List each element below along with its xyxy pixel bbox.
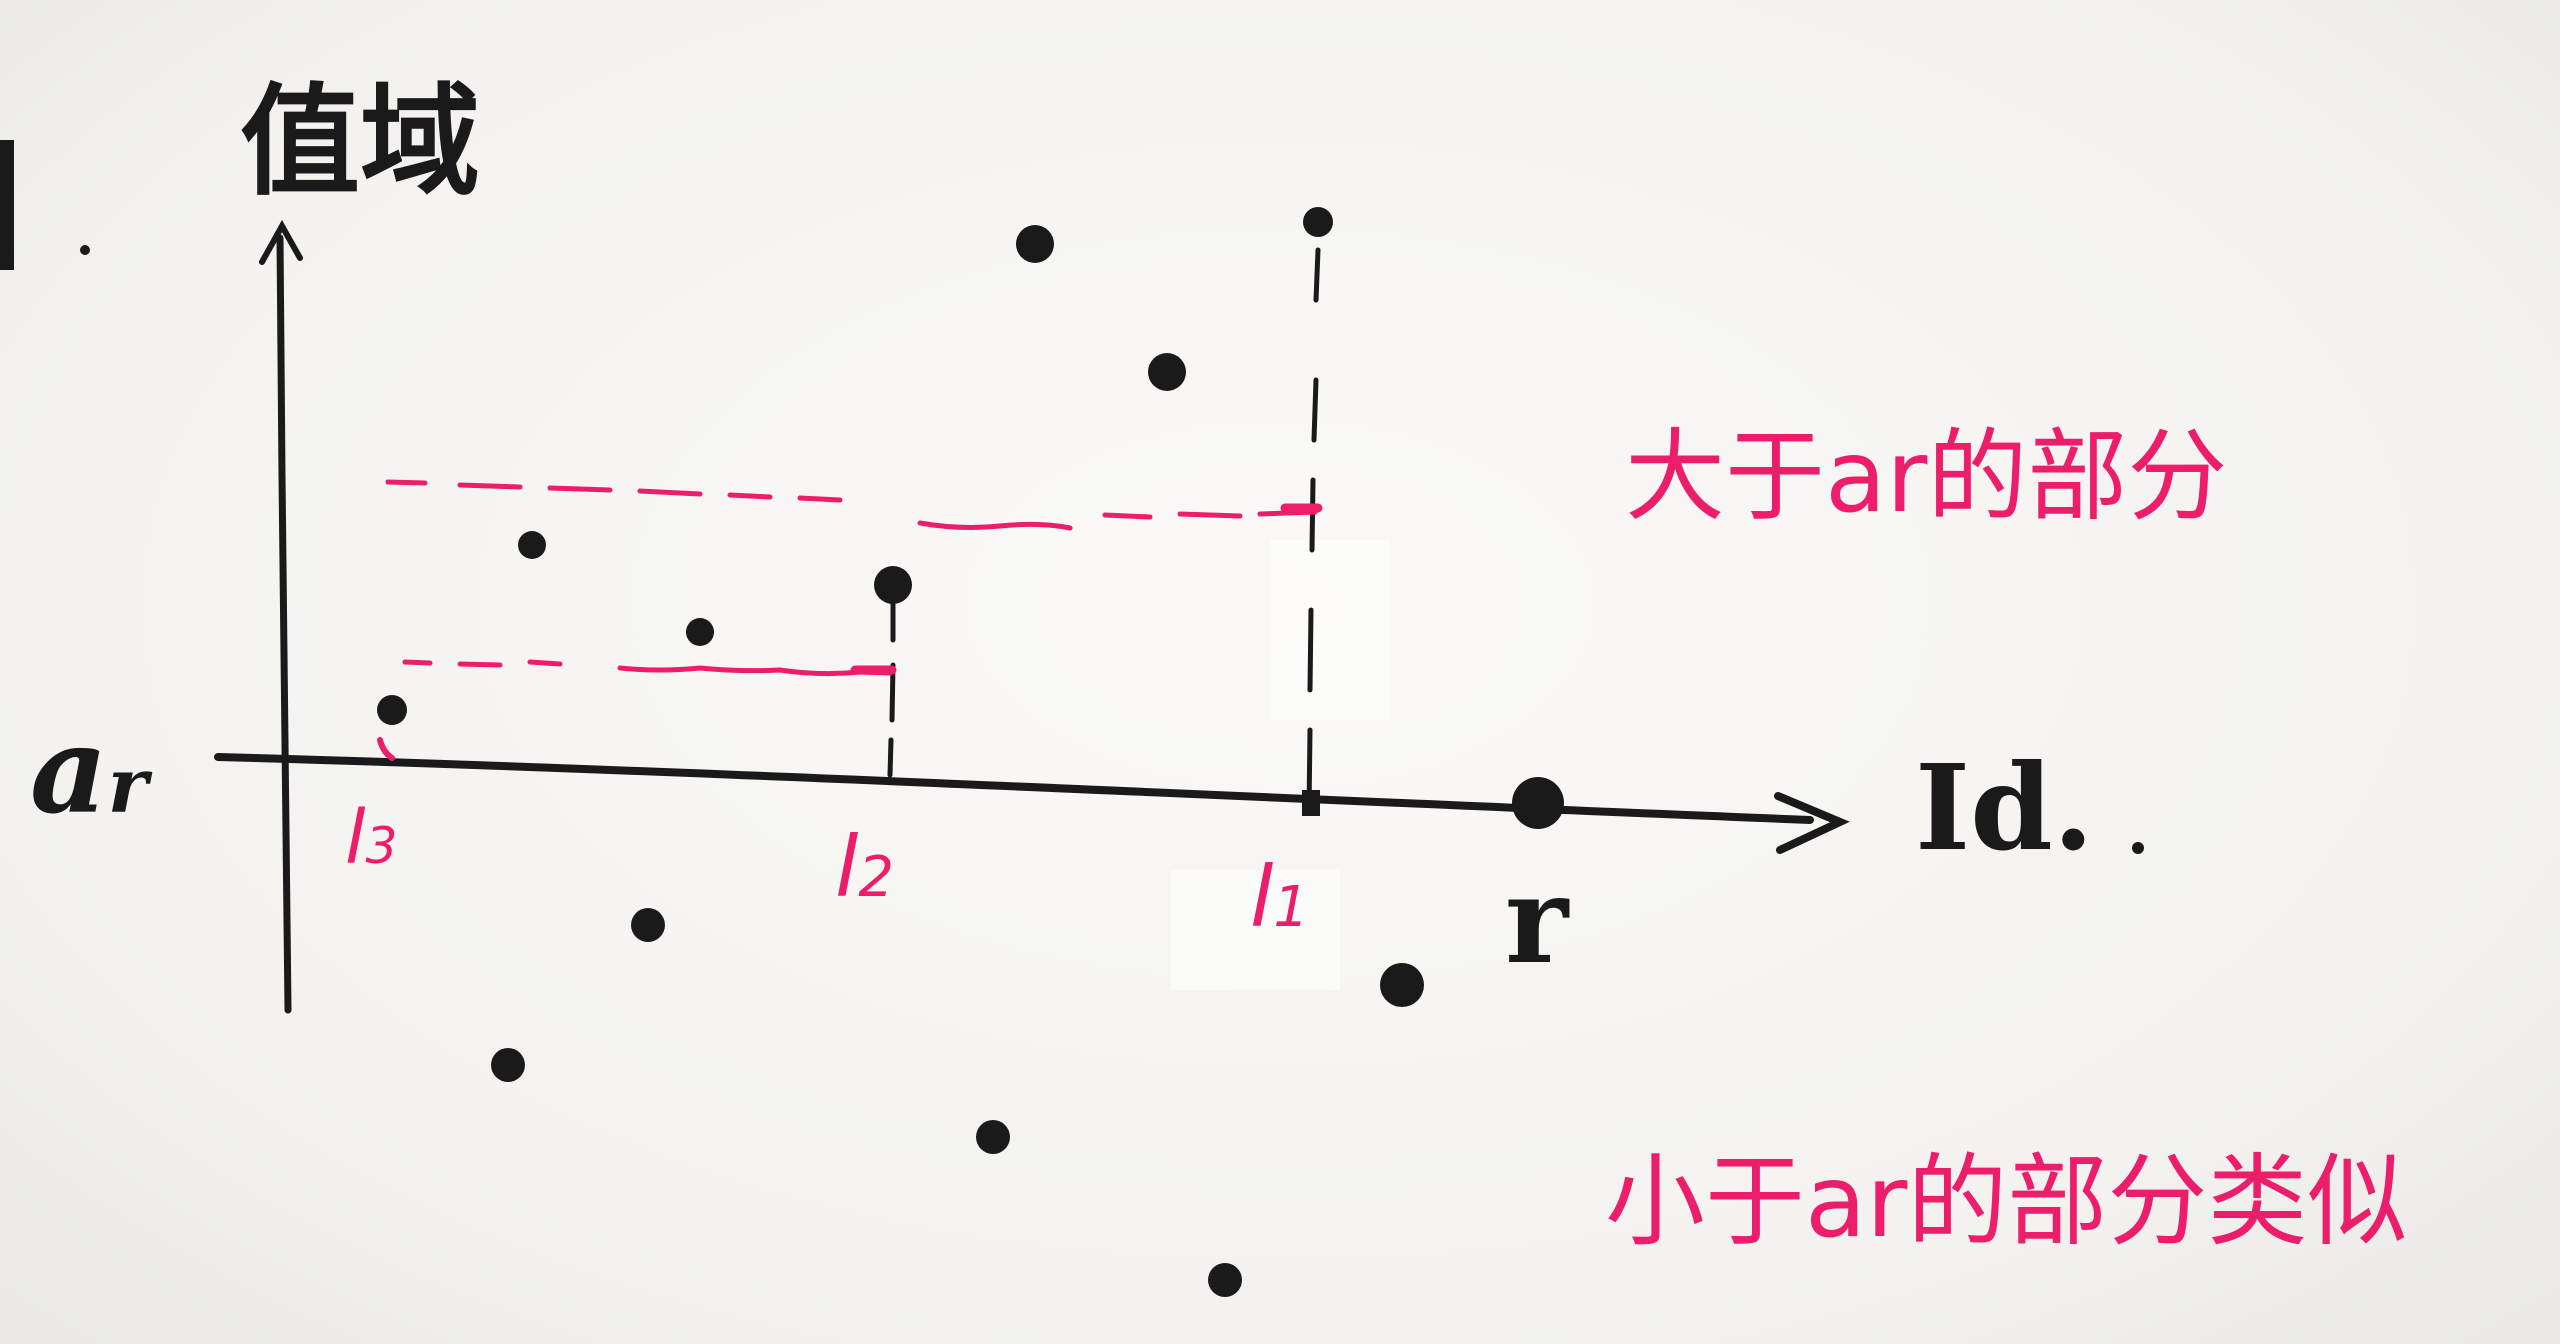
l2-dashed-line	[887, 587, 896, 778]
period-dot	[2132, 842, 2144, 854]
l1-dashed-line	[1306, 247, 1321, 813]
paper-highlight	[1170, 870, 1340, 990]
data-point	[1148, 353, 1186, 391]
y-axis-line	[276, 234, 292, 1014]
tick-label-l2: l2	[835, 818, 894, 916]
y-axis-arrowhead	[259, 219, 303, 265]
data-point	[518, 531, 546, 559]
data-point	[1208, 1263, 1242, 1297]
upper-threshold-dashed-line	[385, 479, 1318, 531]
data-point	[686, 618, 714, 646]
x-axis-arrowhead	[1774, 792, 1850, 854]
data-point	[631, 908, 665, 942]
threshold-label: ar	[30, 700, 148, 841]
data-point	[1016, 225, 1054, 263]
data-point	[491, 1048, 525, 1082]
annotation-below: 小于ar的部分类似	[1605, 1143, 2408, 1260]
data-point-r	[1512, 777, 1564, 829]
data-point	[1380, 963, 1424, 1007]
margin-dot	[80, 245, 90, 255]
scatter-points	[377, 225, 1424, 1297]
data-point	[874, 566, 912, 604]
annotation-above: 大于ar的部分	[1625, 418, 2228, 535]
x-axis-line	[214, 753, 1814, 824]
threshold-mark	[377, 737, 395, 761]
l1-tick-mark	[1302, 790, 1320, 816]
y-axis-label: 值域	[240, 71, 480, 212]
tick-label-l1: l1	[1250, 848, 1309, 946]
lower-threshold-dashed-line	[402, 659, 893, 677]
paper-highlight	[1270, 540, 1390, 720]
point-r-label: r	[1505, 850, 1569, 991]
data-point	[377, 695, 407, 725]
x-axis-label: Id.	[1915, 738, 2094, 877]
data-point	[976, 1120, 1010, 1154]
margin-mark	[0, 140, 14, 270]
data-point-near-l1-top	[1303, 207, 1333, 237]
threshold-subscript: r	[107, 741, 148, 830]
tick-label-l3: l3	[345, 795, 398, 881]
